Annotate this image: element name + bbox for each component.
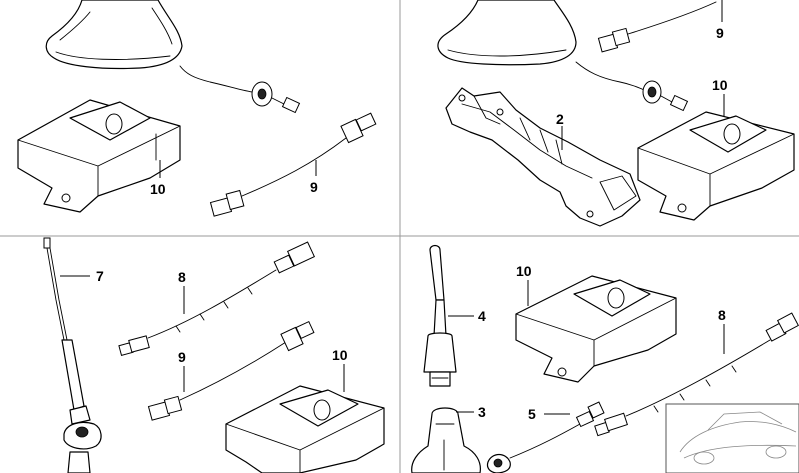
q3-callout-10: 10: [332, 347, 348, 363]
q4-antenna-base-3: [411, 407, 481, 473]
q1-antenna-amplifier-module: [17, 99, 181, 213]
q1-shark-fin-antenna: [45, 0, 301, 114]
q3-callout-7: 7: [96, 268, 104, 284]
q3-cable-8: [118, 241, 316, 356]
q4-callout-5: 5: [528, 406, 536, 422]
q3-callout-9: 9: [178, 349, 186, 365]
q3-antenna-amplifier-module: [225, 385, 385, 473]
q3-cable-9: [147, 320, 315, 421]
q2-cable-9: [597, 1, 717, 53]
q4-cable-5: [486, 401, 605, 473]
q4-callout-3: 3: [478, 404, 486, 420]
q2-antenna-amplifier-module: [637, 111, 795, 221]
q4-callout-4: 4: [478, 308, 486, 324]
q1-callout-9: 9: [310, 179, 318, 195]
q3-callout-8: 8: [178, 269, 186, 285]
q4-callout-10: 10: [516, 263, 532, 279]
q4-short-rod-antenna-4: [423, 244, 457, 387]
q4-callout-8: 8: [718, 307, 726, 323]
q2-callout-2: 2: [556, 111, 564, 127]
vehicle-thumbnail: [665, 403, 799, 473]
q4-antenna-amplifier-module: [515, 275, 677, 383]
q1-callout-10: 10: [150, 181, 166, 197]
q2-shark-fin-antenna: [437, 0, 689, 112]
q2-callout-9: 9: [716, 25, 724, 41]
q3-rod-antenna-7: [43, 237, 102, 473]
q2-callout-10: 10: [712, 77, 728, 93]
q1-cable-9: [209, 112, 377, 217]
q4-cable-8: [594, 312, 799, 437]
q2-bracket-2: [445, 87, 641, 227]
